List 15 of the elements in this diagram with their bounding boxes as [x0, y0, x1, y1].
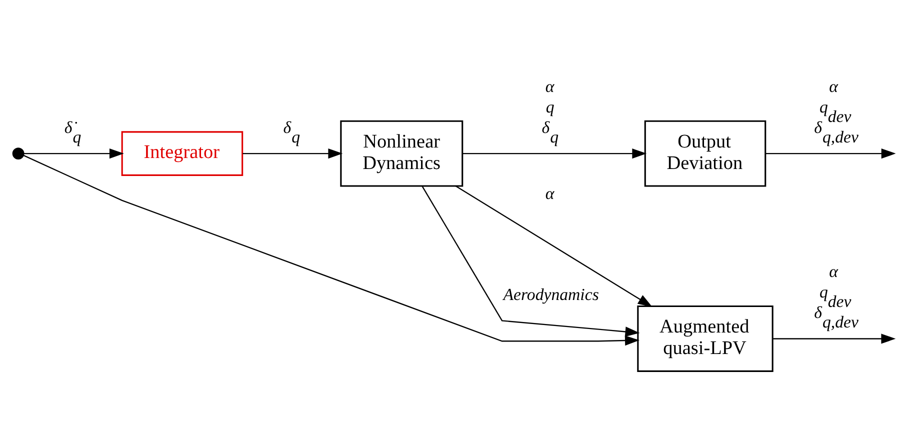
node-box: Integrator [121, 130, 244, 176]
node-box: Nonlinear Dynamics [340, 120, 464, 186]
arrow [455, 185, 652, 306]
arrow [23, 154, 640, 346]
arrow [462, 148, 647, 158]
node-circle [12, 147, 24, 160]
arrow [242, 148, 343, 158]
arrow [24, 148, 124, 158]
node-box: Output Deviation [644, 120, 766, 186]
arrow [773, 333, 896, 344]
arrow [766, 148, 896, 158]
edge-label: Aerodynamics [503, 284, 599, 304]
edge-label: α [545, 183, 554, 202]
node-box: Augmented quasi-LPV [637, 304, 774, 372]
arrow [422, 185, 640, 336]
